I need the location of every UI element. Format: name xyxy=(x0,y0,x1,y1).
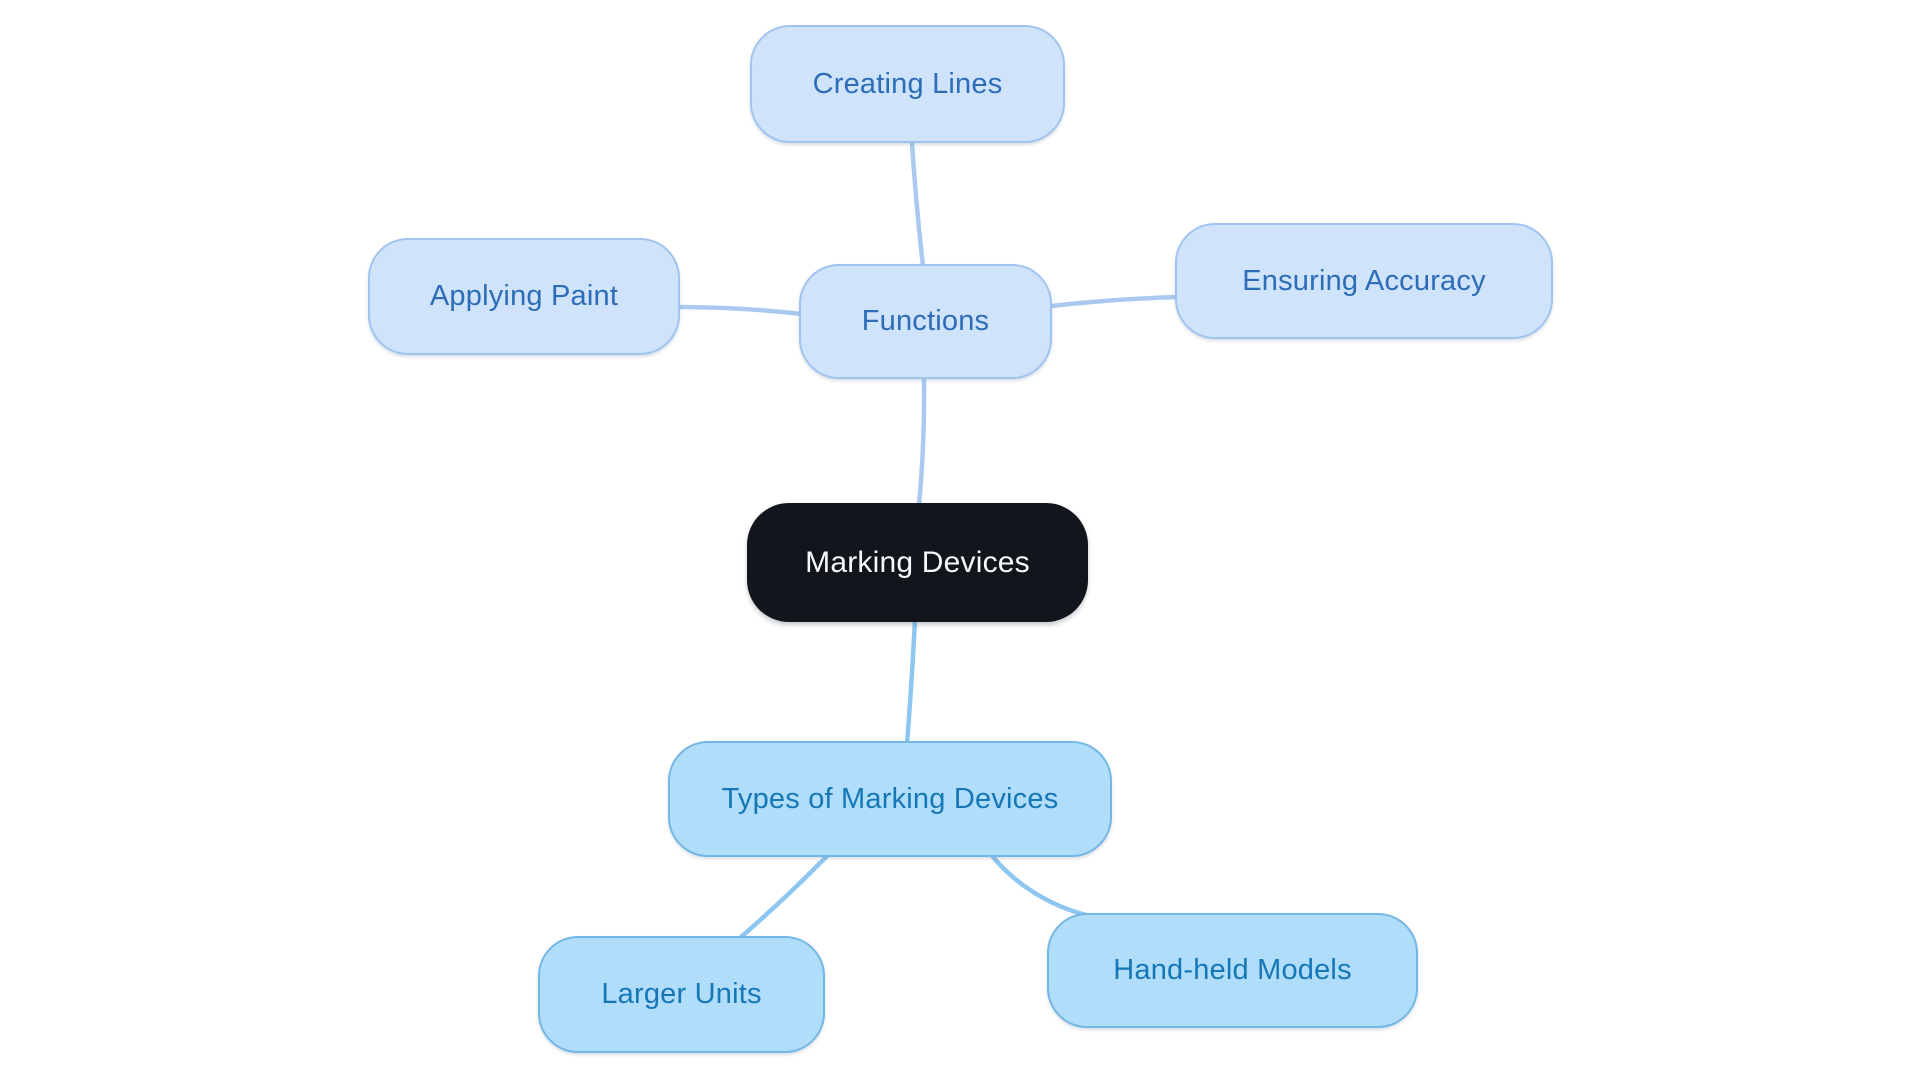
edge-root-types xyxy=(904,616,918,747)
node-ensuring-accuracy[interactable]: Ensuring Accuracy xyxy=(1175,223,1553,339)
edge-functions-root xyxy=(916,375,927,508)
node-hand-held-models[interactable]: Hand-held Models xyxy=(1047,913,1418,1028)
node-creating-lines[interactable]: Creating Lines xyxy=(750,25,1065,143)
node-functions[interactable]: Functions xyxy=(799,264,1052,379)
edge-functions-ensuring-accuracy xyxy=(1048,294,1180,309)
edge-creating-lines-functions xyxy=(909,140,926,269)
edge-types-hand-held-models xyxy=(990,854,1101,921)
edge-types-larger-units xyxy=(737,853,830,941)
node-types-of-marking-devices[interactable]: Types of Marking Devices xyxy=(668,741,1112,857)
node-applying-paint[interactable]: Applying Paint xyxy=(368,238,680,355)
node-marking-devices-root[interactable]: Marking Devices xyxy=(747,503,1088,622)
node-larger-units[interactable]: Larger Units xyxy=(538,936,825,1053)
edge-applying-paint-functions xyxy=(675,304,805,317)
